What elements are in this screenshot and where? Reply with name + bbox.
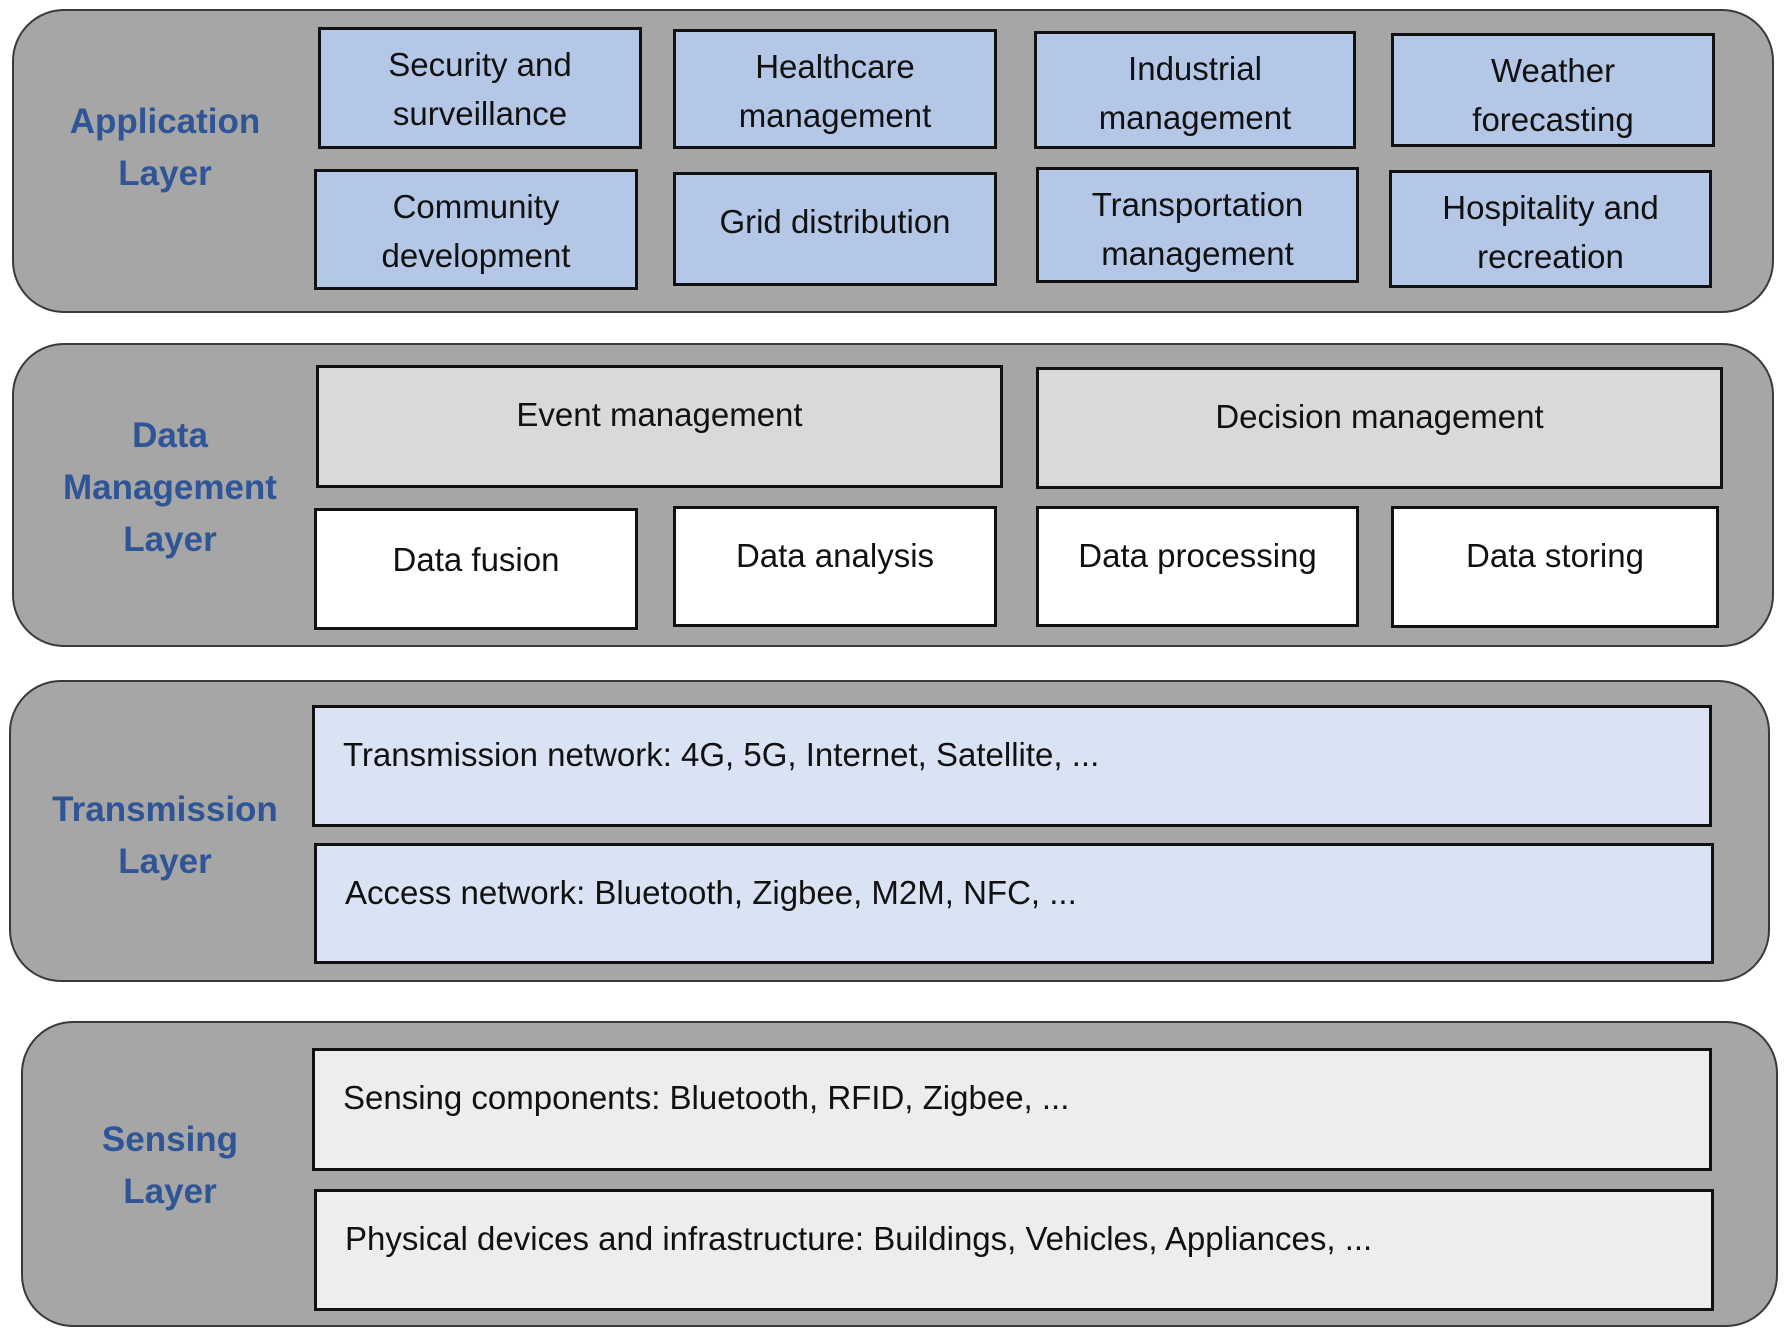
app-item-grid-distribution: Grid distribution xyxy=(673,172,997,286)
data-processing-box: Data processing xyxy=(1036,506,1359,627)
app-item-industrial-management: Industrial management xyxy=(1034,31,1356,149)
app-item-transportation-management: Transportation management xyxy=(1036,167,1359,283)
app-item-healthcare-management: Healthcare management xyxy=(673,29,997,149)
app-item-weather-forecasting: Weather forecasting xyxy=(1391,33,1715,147)
application-layer-label: Application Layer xyxy=(69,102,261,193)
transmission-network-box: Transmission network: 4G, 5G, Internet, … xyxy=(312,705,1712,827)
sensing-layer-label: Sensing Layer xyxy=(101,1120,239,1211)
event-management-box: Event management xyxy=(316,365,1003,488)
app-item-hospitality-recreation: Hospitality and recreation xyxy=(1389,170,1712,288)
app-item-community-development: Community development xyxy=(314,169,638,290)
data-storing-box: Data storing xyxy=(1391,506,1719,628)
access-network-box: Access network: Bluetooth, Zigbee, M2M, … xyxy=(314,843,1714,964)
data-analysis-box: Data analysis xyxy=(673,506,997,627)
transmission-layer-label: Transmission Layer xyxy=(52,790,278,881)
decision-management-box: Decision management xyxy=(1036,367,1723,489)
app-item-security-surveillance: Security and surveillance xyxy=(318,27,642,149)
data-fusion-box: Data fusion xyxy=(314,508,638,630)
data-management-layer-label: Data Management Layer xyxy=(63,416,277,559)
physical-devices-box: Physical devices and infrastructure: Bui… xyxy=(314,1189,1714,1311)
sensing-components-box: Sensing components: Bluetooth, RFID, Zig… xyxy=(312,1048,1712,1171)
